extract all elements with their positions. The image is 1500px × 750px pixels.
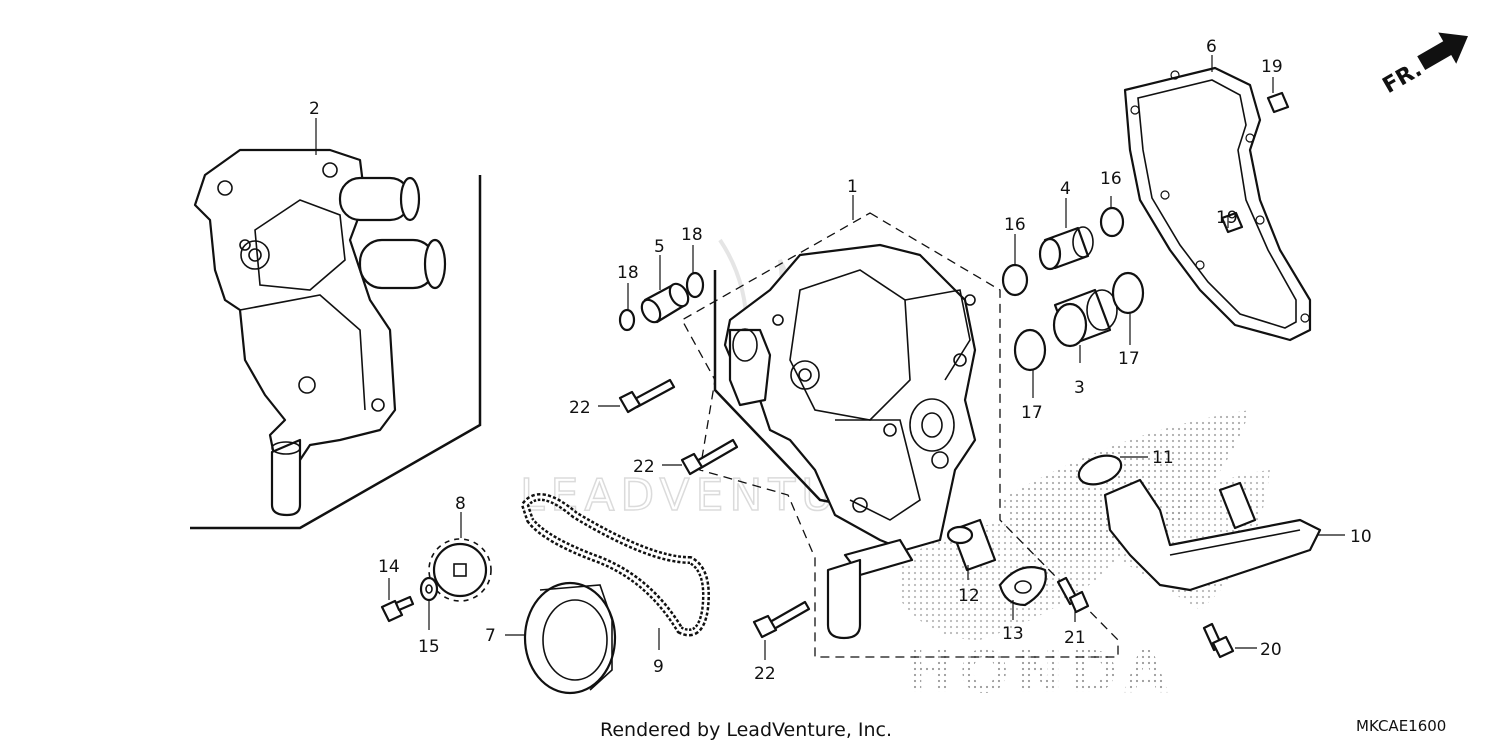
- diagram-code: MKCAE1600: [1356, 717, 1447, 735]
- callout-1: 1: [847, 177, 858, 197]
- part-7-seal-housing: [523, 581, 617, 695]
- callout-18-left: 18: [617, 263, 639, 283]
- part-11-o-ring: [1077, 454, 1123, 486]
- part-14-bolt: [380, 595, 415, 623]
- callout-2: 2: [309, 99, 320, 119]
- part-21-bolt: [1056, 576, 1090, 614]
- callout-9: 9: [653, 657, 664, 677]
- part-4-collar: [1038, 226, 1094, 271]
- callout-19-lower: 19: [1216, 208, 1238, 228]
- part-19-dowel-pin-upper: [1266, 91, 1290, 114]
- part-1-oil-pump-body: [723, 243, 977, 640]
- callout-17-right: 17: [1118, 349, 1140, 369]
- render-credit: Rendered by LeadVenture, Inc.: [600, 719, 893, 741]
- part-22-bolt-lower: [752, 600, 811, 639]
- callout-12: 12: [958, 586, 980, 606]
- part-18-o-ring-left: [618, 308, 636, 332]
- callout-20: 20: [1260, 640, 1282, 660]
- part-1-bracket: [681, 212, 1119, 658]
- callout-14: 14: [378, 557, 400, 577]
- callout-18-right: 18: [681, 225, 703, 245]
- callout-19-upper: 19: [1261, 57, 1283, 77]
- callout-7: 7: [485, 626, 496, 646]
- callout-8: 8: [455, 494, 466, 514]
- part-8-sprocket: [428, 538, 492, 602]
- part-22-bolt-middle: [680, 438, 739, 476]
- callout-22-lower: 22: [754, 664, 776, 684]
- part-12-pipe-stub: [946, 518, 997, 572]
- part-6-cover-gasket: [1123, 66, 1312, 342]
- callout-3: 3: [1074, 378, 1085, 398]
- direction-label: FR.: [1379, 57, 1427, 99]
- part-22-bolt-upper: [618, 378, 676, 414]
- callout-15: 15: [418, 637, 440, 657]
- callout-22-middle: 22: [633, 457, 655, 477]
- callout-11: 11: [1152, 448, 1174, 468]
- part-17-o-ring-left: [1013, 328, 1047, 372]
- part-5-collar: [640, 282, 690, 324]
- part-17-o-ring-right: [1111, 271, 1145, 315]
- callout-5: 5: [654, 237, 665, 257]
- part-9-drive-chain: [520, 493, 710, 637]
- callout-10: 10: [1350, 527, 1372, 547]
- callout-6: 6: [1206, 37, 1217, 57]
- part-20-bolt: [1202, 622, 1235, 659]
- part-2-bracket: [190, 175, 482, 530]
- part-19-dowel-pin-lower: [1220, 211, 1244, 234]
- callout-16-left: 16: [1004, 215, 1026, 235]
- leader-lines: [315, 55, 1345, 660]
- callout-16-right: 16: [1100, 169, 1122, 189]
- part-16-o-ring-left: [1001, 263, 1029, 297]
- part-2-oil-pump-assembly: [193, 148, 447, 517]
- brand-watermark-text: HONDA: [905, 638, 1174, 706]
- callout-17-left: 17: [1021, 403, 1043, 423]
- callout-13: 13: [1002, 624, 1024, 644]
- part-15-washer: [419, 576, 439, 602]
- part-18-o-ring-right: [685, 271, 705, 299]
- callout-labels: 1 2 3 4 5 6 7 8 9 10 11 12 13 14 15 16 1…: [309, 37, 1372, 684]
- callout-4: 4: [1060, 179, 1071, 199]
- front-direction-arrow: FR.: [1379, 32, 1468, 99]
- part-16-o-ring-right: [1099, 206, 1125, 238]
- callout-21: 21: [1064, 628, 1086, 648]
- part-3-collar: [1052, 288, 1118, 348]
- part-10-oil-strainer: [1103, 478, 1322, 592]
- callout-22-upper: 22: [569, 398, 591, 418]
- part-13-gasket: [998, 566, 1047, 607]
